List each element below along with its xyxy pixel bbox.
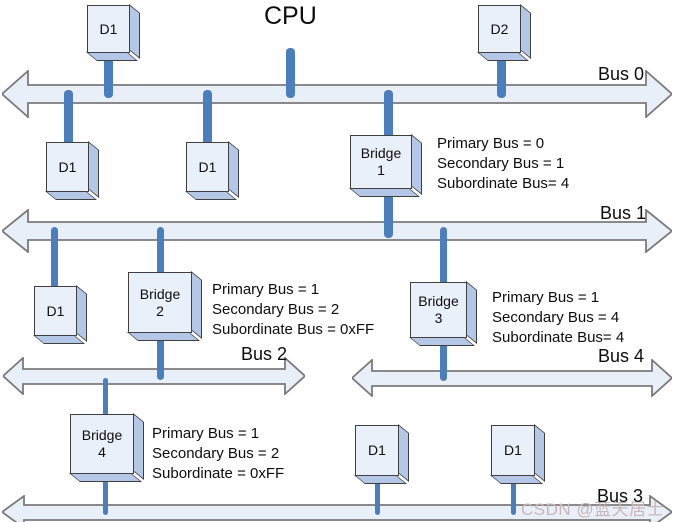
info-line: Subordinate Bus= 4: [492, 329, 625, 346]
device-label: D2: [490, 20, 509, 37]
bridge-number: 2: [156, 302, 164, 319]
info-line: Secondary Bus = 1: [437, 155, 565, 172]
connector-bus2-bridge4: [103, 378, 108, 418]
info-line: Subordinate Bus = 0xFF: [212, 321, 375, 338]
bridge2-info: Primary Bus = 1 Secondary Bus = 2 Subord…: [212, 280, 374, 340]
info-line: Secondary Bus = 2: [152, 445, 280, 462]
bus3-label: Bus 3: [597, 486, 644, 506]
bridge3-info: Primary Bus = 1 Secondary Bus = 4 Subord…: [492, 288, 624, 348]
connector-bus0-d1b: [203, 90, 212, 146]
bus1-label: Bus 1: [600, 203, 647, 223]
connector-cpu-bus0: [286, 48, 295, 98]
info-line: Secondary Bus = 4: [492, 309, 620, 326]
bus0-arrow: [2, 70, 672, 118]
device-label: D1: [198, 158, 217, 175]
device-d1-bus0-top: D1: [87, 5, 130, 53]
device-label: D1: [504, 442, 522, 458]
device-d1-bus3-b: D1: [491, 425, 535, 476]
bridge-title: Bridge: [360, 145, 402, 161]
info-line: Primary Bus = 0: [437, 135, 545, 152]
bus1-arrow: [2, 209, 672, 253]
info-line: Primary Bus = 1: [152, 425, 260, 442]
connector-d2-bus0: [497, 48, 506, 98]
bridge4-info: Primary Bus = 1 Secondary Bus = 2 Subord…: [152, 424, 284, 484]
bus2-label: Bus 2: [241, 344, 288, 364]
device-d1-bus0-a: D1: [46, 142, 89, 192]
bus4-arrow: [352, 359, 672, 397]
bus3-arrow: [2, 495, 672, 522]
device-d1-bus0-b: D1: [186, 142, 229, 192]
bridge-title: Bridge: [418, 293, 459, 309]
bridge-title: Bridge: [139, 285, 181, 302]
info-line: Subordinate = 0xFF: [152, 465, 285, 482]
bridge-title: Bridge: [81, 427, 123, 443]
device-d1-bus1: D1: [34, 286, 77, 336]
info-line: Secondary Bus = 2: [212, 301, 340, 318]
bridge2-box: Bridge 2: [128, 272, 192, 333]
device-label: D1: [99, 20, 118, 37]
bus2-arrow: [3, 357, 305, 395]
connector-bus1-bridge2: [157, 227, 164, 277]
bridge-number: 1: [377, 162, 385, 178]
bus0-label: Bus 0: [598, 64, 645, 84]
csdn-watermark: CSDN @蓝天居士: [521, 500, 665, 519]
connector-d1b-bus3: [511, 473, 516, 515]
device-d2-bus0-top: D2: [478, 5, 521, 53]
bridge1-info: Primary Bus = 0 Secondary Bus = 1 Subord…: [437, 134, 569, 194]
connector-bus1-bridge3: [440, 227, 447, 285]
device-d1-bus3-a: D1: [355, 425, 399, 476]
bridge-number: 3: [434, 310, 443, 326]
info-line: Primary Bus = 1: [212, 281, 320, 298]
device-label: D1: [368, 442, 386, 458]
connector-bridge1-bus1: [384, 186, 393, 238]
bus4-label: Bus 4: [598, 346, 645, 366]
connector-bus0-d1a: [64, 90, 73, 146]
connector-bridge4-bus3: [103, 471, 108, 515]
device-label: D1: [58, 158, 77, 175]
info-line: Subordinate Bus= 4: [437, 175, 570, 192]
bridge1-box: Bridge 1: [350, 135, 412, 189]
connector-d1top-bus0: [104, 48, 113, 98]
connector-bus1-d1: [51, 227, 58, 289]
cpu-label: CPU: [264, 2, 317, 30]
info-line: Primary Bus = 1: [492, 289, 600, 306]
bridge4-box: Bridge 4: [70, 414, 134, 474]
device-label: D1: [46, 302, 65, 319]
connector-bus0-bridge1: [384, 90, 393, 140]
bridge-number: 4: [98, 444, 106, 460]
bridge3-box: Bridge 3: [410, 282, 467, 338]
connector-d1a-bus3: [375, 473, 380, 515]
connector-bridge3-bus4: [440, 335, 447, 381]
connector-bridge2-bus2: [157, 330, 164, 380]
